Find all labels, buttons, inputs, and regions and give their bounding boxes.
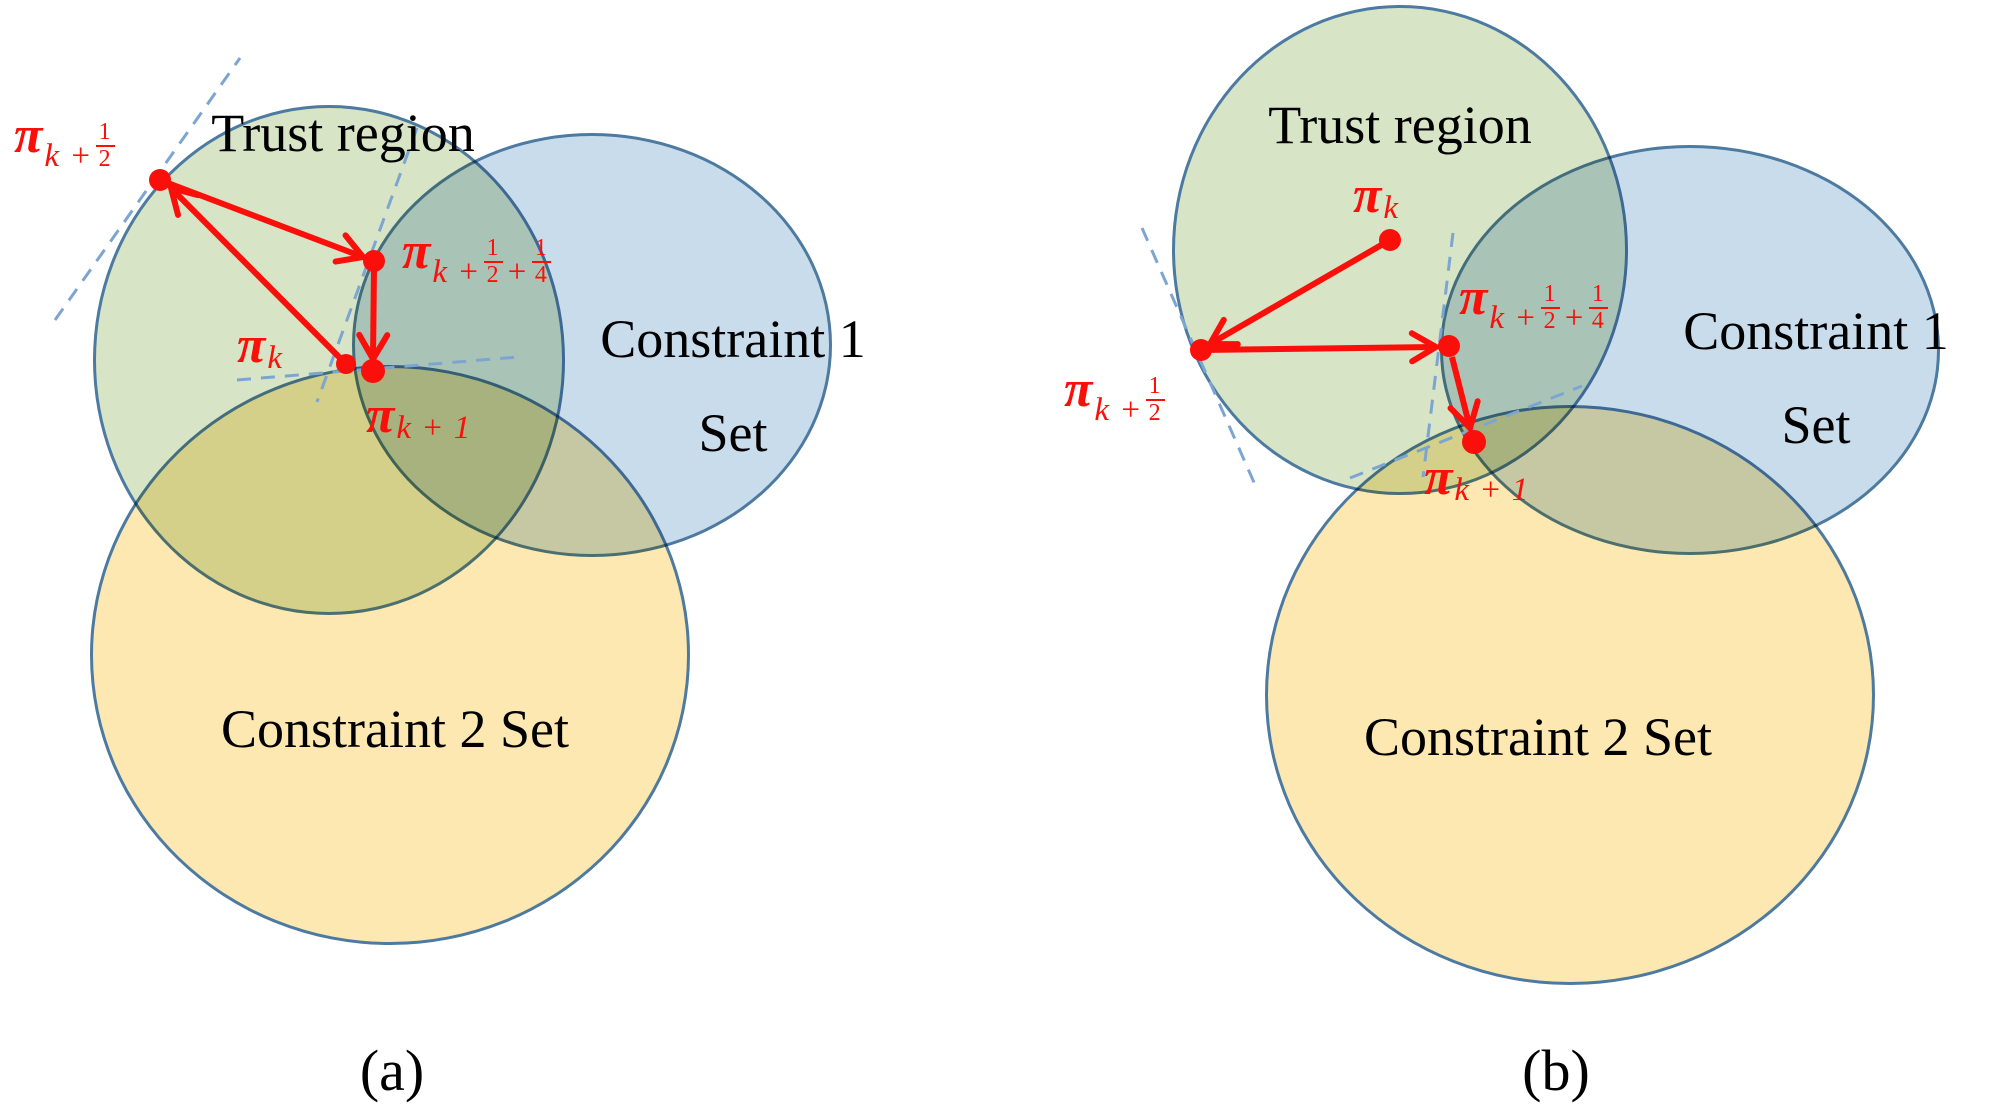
arrow-pikhalfquarter-to-pik1-b [1447, 356, 1481, 434]
panel-b: Trust region Constraint 1 Set Constraint… [1004, 0, 2008, 1120]
arrow-pikhalfquarter-to-pik1-a [356, 267, 391, 365]
annotation-layer-a [53, 57, 519, 403]
caption-a: (a) [359, 1038, 425, 1103]
pi-k-plus-1-point-b [1462, 430, 1486, 454]
annotation-layer-b [1140, 227, 1583, 488]
constraint1-line1-a: Constraint 1 [600, 309, 866, 369]
arrow-pik-to-pikhalf-a [166, 183, 349, 367]
constraint1-label-a: Constraint 1 Set [563, 292, 903, 480]
constraint1-line2-b: Set [1781, 395, 1851, 455]
constraint1-label-b: Constraint 1 Set [1646, 284, 1986, 472]
tangent-line-pi-k-half-a [53, 57, 242, 321]
pi-k-point-b [1379, 229, 1401, 251]
pi-k-half-quarter-point-a [363, 250, 385, 272]
constraint2-ellipse-b [1265, 405, 1875, 985]
pi-k-half-point-a [149, 169, 171, 191]
constraint1-line1-b: Constraint 1 [1683, 301, 1949, 361]
pi-k-half-point-b [1190, 339, 1212, 361]
pi-k-half-quarter-point-b [1438, 335, 1460, 357]
constraint2-label-a: Constraint 2 Set [221, 699, 569, 759]
panel-a: Trust region Constraint 1 Set Constraint… [14, 57, 903, 1103]
constraint1-line2-a: Set [698, 403, 768, 463]
pi-k-plus-1-point-a [361, 359, 385, 383]
trust-region-label-b: Trust region [1268, 95, 1532, 155]
trust-region-label-a: Trust region [211, 103, 475, 163]
arrow-pik-to-pikhalf-b [1204, 237, 1392, 348]
caption-b: (b) [1522, 1038, 1590, 1103]
arrow-pikhalf-to-pikhalfquarter-b [1200, 330, 1442, 365]
constraint2-ellipse-a [90, 365, 690, 945]
pi-k-point-a [336, 354, 356, 374]
arrow-pikhalf-to-pikhalfquarter-a [158, 177, 369, 265]
constraint2-label-b: Constraint 2 Set [1364, 707, 1712, 767]
